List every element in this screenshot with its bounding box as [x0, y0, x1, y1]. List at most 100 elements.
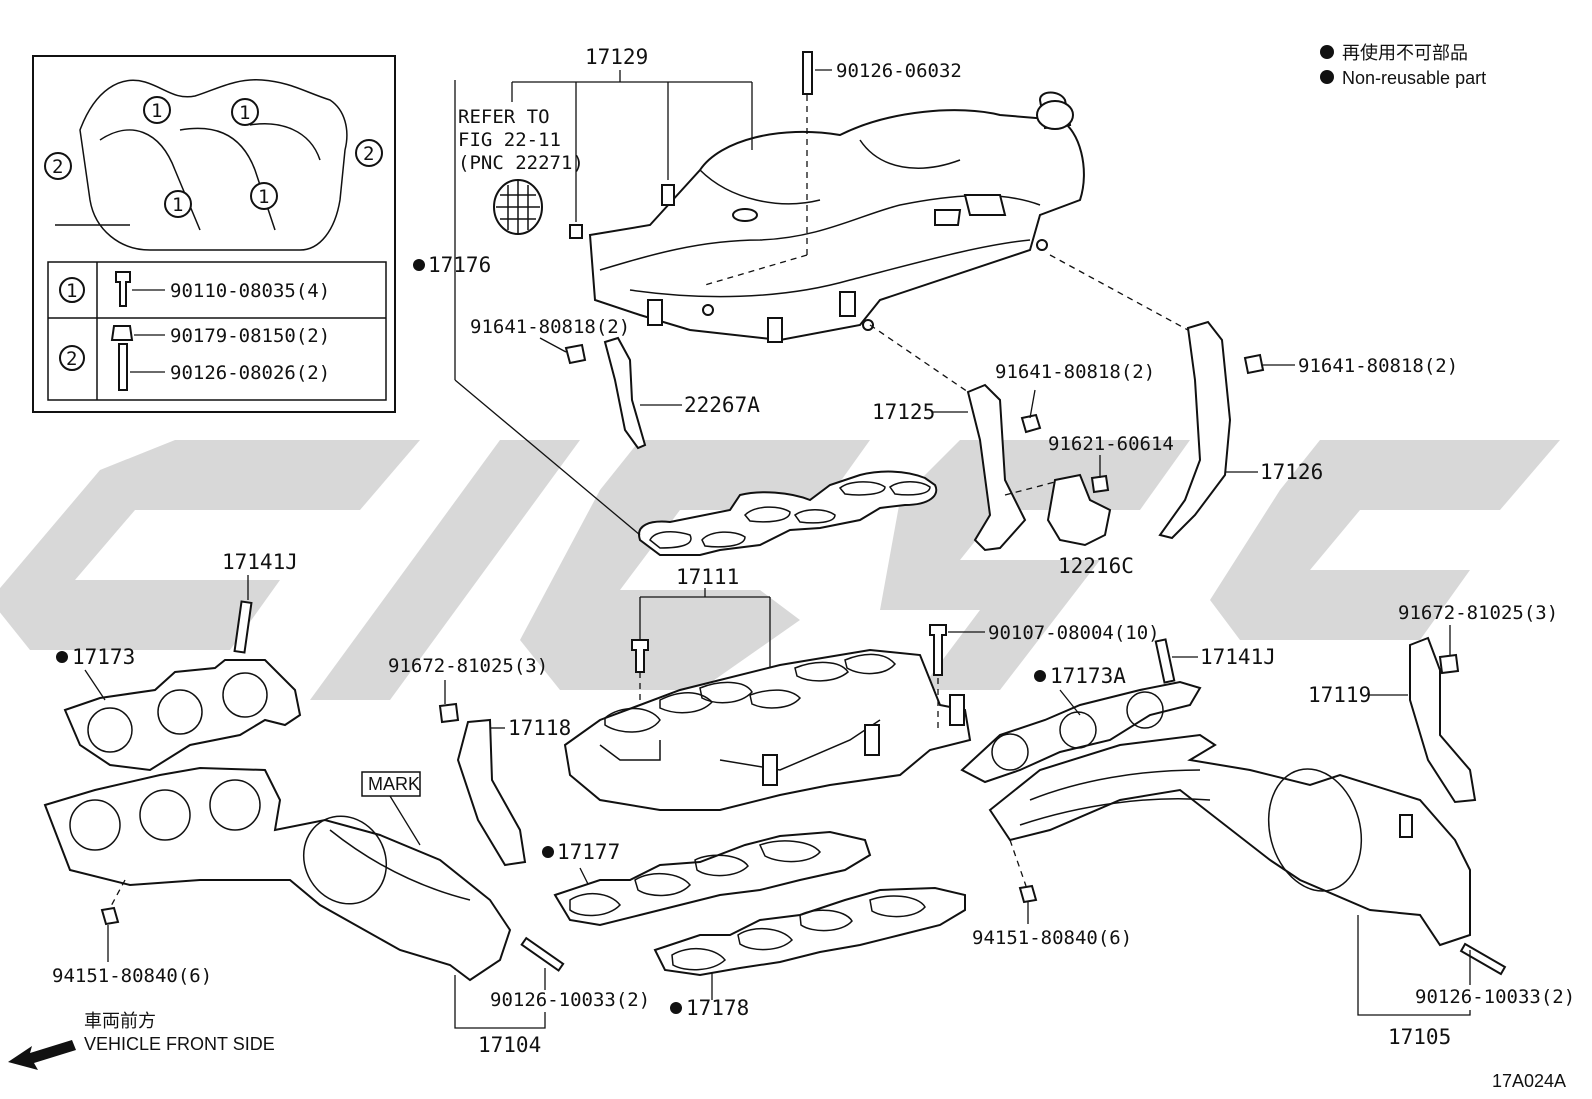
inset-panel: 1 1 1 1 2 2 1 90110-08035(4) 2 90179-081…: [32, 55, 396, 413]
label-17126: 17126: [1260, 460, 1323, 484]
intake-manifold-17111: [563, 648, 972, 811]
stay-17126: [1158, 320, 1232, 540]
label-17178: 17178: [686, 996, 749, 1020]
stud-17141J-left: [233, 600, 253, 654]
label-91641-left: 91641-80818(2): [470, 316, 630, 338]
label-90126-06032: 90126-06032: [836, 60, 962, 82]
inset-callouts: 1 1 1 1 2 2: [44, 96, 383, 218]
label-91621: 91621-60614: [1048, 433, 1174, 455]
label-91672-mid: 91672-81025(3): [388, 655, 548, 677]
inset-row2-part-b: 90126-08026(2): [170, 362, 330, 384]
label-17177: 17177: [557, 840, 620, 864]
bolt-91672-right: [1438, 653, 1460, 675]
label-94151-left: 94151-80840(6): [52, 965, 212, 987]
svg-text:2: 2: [52, 156, 63, 178]
gasket-17178: [653, 886, 966, 977]
label-17118: 17118: [508, 716, 571, 740]
intake-plenum: [588, 91, 1085, 343]
bolt-91641-center: [1020, 413, 1042, 434]
label-17105: 17105: [1388, 1025, 1451, 1049]
stay-17125: [966, 383, 1027, 552]
front-jp-label: 車両前方: [84, 1011, 156, 1031]
label-91641-center: 91641-80818(2): [995, 361, 1155, 383]
nut-icon: [110, 325, 134, 341]
stud-icon: [118, 343, 128, 391]
svg-text:FIG 22-11: FIG 22-11: [458, 129, 561, 151]
label-17125: 17125: [872, 400, 935, 424]
label-90126-right: 90126-10033(2): [1415, 986, 1575, 1008]
gasket-17177: [553, 830, 872, 927]
label-22267A: 22267A: [684, 393, 760, 417]
inset-row1-part: 90110-08035(4): [170, 280, 330, 302]
non-reusable-dot-icon: [1320, 45, 1334, 59]
bolt-17111: [631, 639, 649, 673]
grommet-icon: [569, 224, 583, 239]
bolt-91672-mid: [438, 702, 460, 724]
label-17119: 17119: [1308, 683, 1371, 707]
label-94151-right: 94151-80840(6): [972, 927, 1132, 949]
svg-text:1: 1: [151, 100, 162, 122]
bolt-91641-left: [564, 343, 587, 365]
label-12216C: 12216C: [1058, 554, 1134, 578]
inset-row2-circle: 2: [66, 348, 77, 370]
legend: 再使用不可部品 Non-reusable part: [1320, 43, 1486, 88]
gasket-17173: [63, 659, 302, 772]
non-reusable-dot-icon: [542, 846, 554, 858]
stud-90126-left: [520, 936, 565, 972]
svg-text:17111: 17111: [676, 565, 739, 589]
gasket-17176: [638, 470, 938, 556]
callout-17111: 17111: [639, 565, 771, 678]
bolt-90107: [929, 624, 947, 676]
label-mark: MARK: [368, 774, 420, 794]
mark-box: [361, 771, 421, 797]
svg-text:1: 1: [172, 194, 183, 216]
bracket-22267A: [603, 336, 647, 450]
label-90107: 90107-08004(10): [988, 622, 1160, 644]
svg-text:2: 2: [363, 143, 374, 165]
inset-row1-circle: 1: [66, 280, 77, 302]
stay-17119: [1409, 636, 1477, 804]
legend-japanese: 再使用不可部品: [1342, 43, 1468, 63]
figure-code: 17A024A: [1492, 1071, 1566, 1091]
stud-90126-06032: [802, 51, 813, 95]
bolt-91641-right: [1243, 353, 1265, 375]
label-17173: 17173: [72, 645, 135, 669]
label-90126-left: 90126-10033(2): [490, 989, 650, 1011]
non-reusable-dot-icon: [413, 259, 425, 271]
label-91672-right: 91672-81025(3): [1398, 602, 1558, 624]
label-91641-right: 91641-80818(2): [1298, 355, 1458, 377]
svg-text:1: 1: [258, 186, 269, 208]
non-reusable-dot-icon: [1034, 670, 1046, 682]
legend-english: Non-reusable part: [1342, 68, 1486, 88]
exhaust-manifold-17104: [43, 766, 512, 982]
vehicle-front-indicator: 車両前方 VEHICLE FRONT SIDE: [8, 1011, 275, 1070]
callout-17129: 17129: [511, 45, 753, 222]
label-17104: 17104: [478, 1033, 541, 1057]
svg-text:(PNC 22271): (PNC 22271): [458, 152, 584, 174]
front-arrow-icon: [8, 1040, 76, 1070]
label-17141J-right: 17141J: [1200, 645, 1276, 669]
stay-17118: [456, 718, 527, 867]
exhaust-manifold-17105: [988, 733, 1471, 947]
front-en-label: VEHICLE FRONT SIDE: [84, 1034, 275, 1054]
svg-text:17129: 17129: [585, 45, 648, 69]
nut-94151-right: [1018, 884, 1038, 904]
non-reusable-dot-icon: [670, 1002, 682, 1014]
refer-note: REFER TO FIG 22-11 (PNC 22271): [458, 106, 584, 174]
svg-text:1: 1: [239, 102, 250, 124]
gasket-17173A: [960, 680, 1202, 784]
label-17141J-left: 17141J: [222, 550, 298, 574]
filter-screen-icon: [493, 179, 543, 235]
stud-90126-right: [1459, 942, 1507, 976]
label-17176: 17176: [428, 253, 491, 277]
stud-17141J-right: [1154, 638, 1176, 684]
nut-94151-left: [100, 906, 120, 926]
bolt-icon: [115, 271, 131, 307]
label-17173A: 17173A: [1050, 664, 1126, 688]
inset-row2-part-a: 90179-08150(2): [170, 325, 330, 347]
bolt-91621: [1090, 474, 1110, 494]
svg-text:REFER TO: REFER TO: [458, 106, 550, 128]
non-reusable-dot-icon: [56, 651, 68, 663]
heat-insulator-12216C: [1046, 473, 1112, 547]
